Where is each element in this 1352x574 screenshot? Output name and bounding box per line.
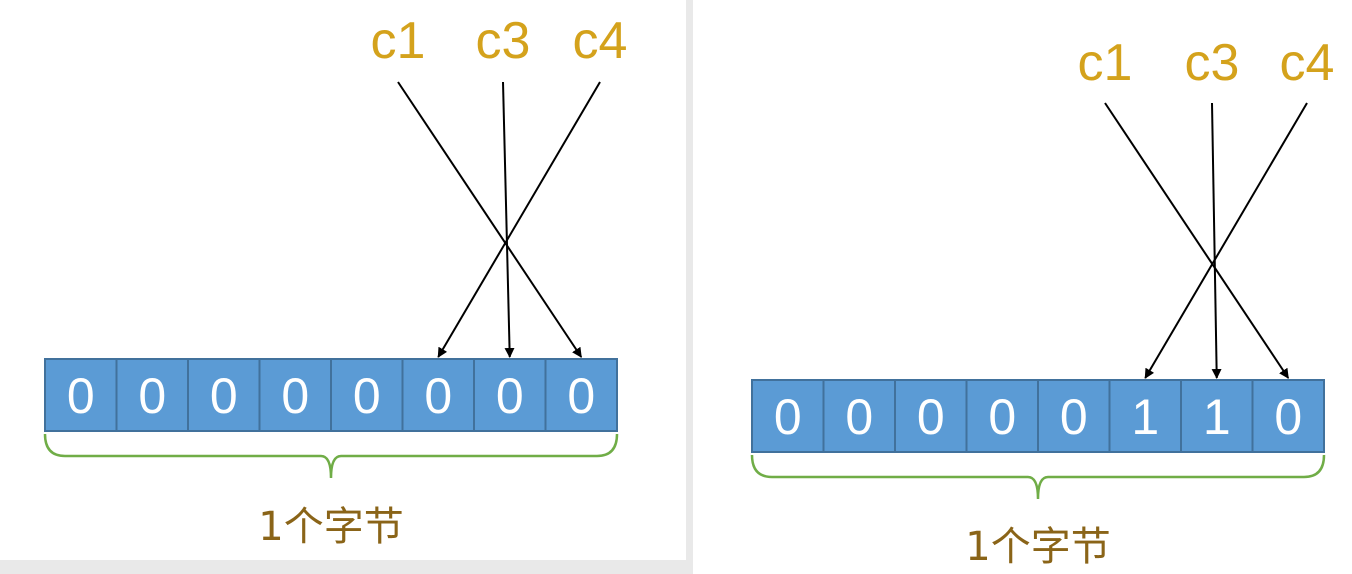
bit-value: 0: [210, 368, 238, 424]
bit-value: 0: [138, 368, 166, 424]
bit-value: 0: [1060, 389, 1088, 445]
bit-cell: [751, 379, 825, 453]
bit-cell: [1108, 379, 1182, 453]
arrow-c4: [1144, 102, 1308, 379]
arrow-c1: [397, 81, 583, 358]
byte-label: 1个字节: [258, 504, 403, 550]
bit-value: 1: [1203, 389, 1231, 445]
bit-cell: [965, 379, 1039, 453]
arrow-c3: [1211, 102, 1222, 379]
variable-label-c3: c3: [476, 12, 531, 70]
bit-value: 1: [1131, 389, 1159, 445]
bit-cell: [822, 379, 896, 453]
bit-cell: [44, 358, 118, 432]
arrow-c3: [502, 81, 515, 358]
variable-label-c1: c1: [1078, 34, 1133, 92]
arrow-c4: [437, 81, 601, 358]
bit-cell: [1037, 379, 1111, 453]
bit-value: 0: [424, 368, 452, 424]
bit-value: 0: [353, 368, 381, 424]
bit-cell: [544, 358, 618, 432]
bit-cell: [115, 358, 189, 432]
variable-label-c4: c4: [573, 12, 628, 70]
bit-value: 0: [917, 389, 945, 445]
bit-value: 0: [845, 389, 873, 445]
bit-cell: [401, 358, 475, 432]
bit-value: 0: [567, 368, 595, 424]
variable-label-c4: c4: [1280, 34, 1335, 92]
bit-value: 0: [774, 389, 802, 445]
bit-value: 0: [281, 368, 309, 424]
variable-label-c3: c3: [1185, 34, 1240, 92]
byte-brace: [43, 433, 619, 479]
bit-value: 0: [496, 368, 524, 424]
bit-cell: [473, 358, 547, 432]
bit-cell: [187, 358, 261, 432]
byte-brace: [750, 454, 1326, 500]
bit-value: 0: [67, 368, 95, 424]
arrow-c1: [1104, 102, 1290, 379]
bit-value: 0: [988, 389, 1016, 445]
bit-value: 0: [1274, 389, 1302, 445]
bit-cell: [330, 358, 404, 432]
variable-label-c1: c1: [371, 12, 426, 70]
byte-label: 1个字节: [965, 524, 1110, 570]
bit-cell: [1251, 379, 1325, 453]
